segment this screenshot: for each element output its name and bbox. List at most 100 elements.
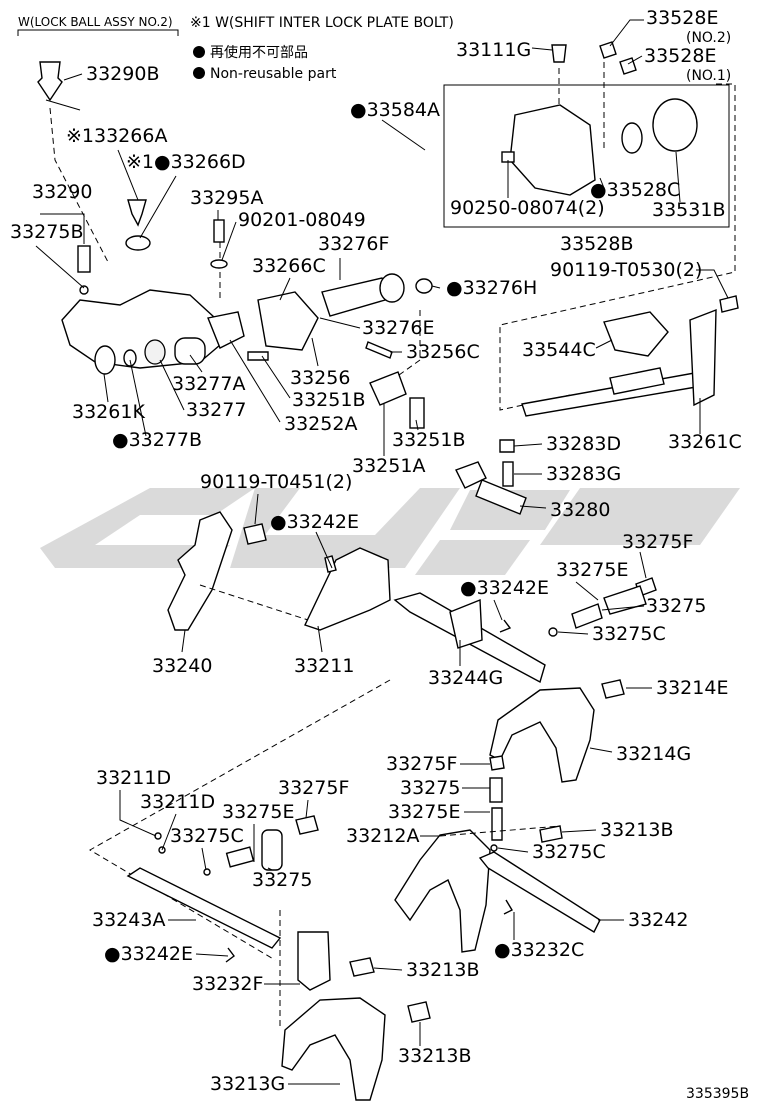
label-33528E-no2: 33528E <box>646 7 718 29</box>
label-33275F-c: 33275F <box>278 777 349 799</box>
label-33244G: 33244G <box>428 667 503 689</box>
interlock-note: ※1 W(SHIFT INTER LOCK PLATE BOLT) <box>190 15 454 31</box>
label-33276H: ●33276H <box>446 277 537 299</box>
label-90201-08049: 90201-08049 <box>238 209 366 231</box>
label-33111G: 33111G <box>456 39 531 61</box>
label-33211D-b: 33211D <box>140 791 215 813</box>
label-33242E-a: ●33242E <box>270 511 359 533</box>
label-33275E-a: 33275E <box>556 559 628 581</box>
bolt-icon <box>77 245 91 273</box>
lock-ball-note: W(LOCK BALL ASSY NO.2) <box>18 15 173 29</box>
label-33266A: ※133266A <box>66 125 167 147</box>
label-33528E-no1: 33528E <box>644 45 716 67</box>
shift-head-icon <box>297 931 331 991</box>
label-33266D: ※1●33266D <box>126 151 246 173</box>
label-90119-T0530: 90119-T0530(2) <box>550 259 702 281</box>
label-33251B-1: 33251B <box>292 389 365 411</box>
label-33242E-c: ●33242E <box>104 943 193 965</box>
fork-shaft-icon <box>126 867 282 949</box>
sleeve-icon <box>369 371 407 406</box>
label-33275-b: 33275 <box>400 777 460 799</box>
label-33256: 33256 <box>290 367 350 389</box>
legend-en: Non-reusable part <box>210 66 337 82</box>
label-33276F: 33276F <box>318 233 389 255</box>
label-33275B: 33275B <box>10 221 83 243</box>
label-33275E-c: 33275E <box>222 801 294 823</box>
label-33528E-no2-suffix: (NO.2) <box>686 30 731 46</box>
label-33213G: 33213G <box>210 1073 285 1095</box>
label-90250-08074: 90250-08074(2) <box>450 197 605 219</box>
label-33275E-b: 33275E <box>388 801 460 823</box>
plug-icon <box>127 199 147 227</box>
label-33277B: ●33277B <box>112 429 202 451</box>
figure-id: 335395B <box>686 1086 749 1102</box>
shift-head-icon <box>304 547 391 631</box>
label-33275C-c: 33275C <box>532 841 606 863</box>
label-33232F: 33232F <box>192 973 263 995</box>
plunger-icon <box>455 461 487 489</box>
label-33290: 33290 <box>32 181 92 203</box>
label-33295A: 33295A <box>190 187 263 209</box>
label-33275-c: 33275 <box>252 869 312 891</box>
label-33275C-b: 33275C <box>170 825 244 847</box>
non-reusable-bullet-icon <box>193 67 205 79</box>
shift-fork-33214G <box>489 679 625 783</box>
label-33261C: 33261C <box>668 431 742 453</box>
label-33283D: 33283D <box>546 433 621 455</box>
part-labels: 33290B ※133266A ※1●33266D 33290 33275B 3… <box>10 7 749 1102</box>
group-frame <box>443 84 730 228</box>
label-33277: 33277 <box>186 399 246 421</box>
label-33283G: 33283G <box>546 463 621 485</box>
gasket-icon <box>125 235 151 251</box>
label-33232C: ●33232C <box>494 939 584 961</box>
label-33275F-a: 33275F <box>622 531 693 553</box>
shift-head-assembly <box>167 439 657 684</box>
lever-retainer-icon <box>509 104 596 196</box>
label-33243A: 33243A <box>92 909 165 931</box>
shift-fork-icon <box>489 687 595 783</box>
label-33280: 33280 <box>550 499 610 521</box>
label-33251B-2: 33251B <box>392 429 465 451</box>
shift-fork-icon <box>394 829 491 953</box>
label-33528E-no1-suffix: (NO.1) <box>686 68 731 84</box>
label-33528C: ●33528C <box>590 179 680 201</box>
lower-shift-assembly <box>394 755 601 953</box>
label-33275-a: 33275 <box>646 595 706 617</box>
label-33252A: 33252A <box>284 413 357 435</box>
label-33211: 33211 <box>294 655 354 677</box>
label-33214E: 33214E <box>656 677 728 699</box>
shift-housing-assembly <box>37 61 433 429</box>
leader-lines <box>35 19 729 1085</box>
label-33531B: 33531B <box>652 199 725 221</box>
label-33214G: 33214G <box>616 743 691 765</box>
label-33240: 33240 <box>152 655 212 677</box>
label-33275C-a: 33275C <box>592 623 666 645</box>
label-90119-T0451: 90119-T0451(2) <box>200 471 352 493</box>
label-33261K: 33261K <box>72 401 145 423</box>
label-33242E-b: ●33242E <box>460 577 549 599</box>
shift-fork-icon <box>281 997 386 1101</box>
shift-head-icon <box>257 291 319 351</box>
non-reusable-bullet-icon <box>193 46 205 58</box>
lever-boss-icon <box>603 311 669 357</box>
bolt-icon <box>551 44 567 63</box>
label-33211D-a: 33211D <box>96 767 171 789</box>
label-33528B: 33528B <box>560 233 633 255</box>
shift-inner-lever-icon <box>167 511 233 631</box>
legend-jp: 再使用不可部品 <box>210 44 308 61</box>
fork-shaft-icon <box>478 851 601 933</box>
label-33544C: 33544C <box>522 339 596 361</box>
label-33275F-b: 33275F <box>386 753 457 775</box>
label-33276E: 33276E <box>362 317 434 339</box>
label-33213B-b: 33213B <box>406 959 479 981</box>
label-33212A: 33212A <box>346 825 419 847</box>
label-33277A: 33277A <box>172 373 245 395</box>
label-33213B-a: 33213B <box>600 819 673 841</box>
lower-left-assembly <box>89 679 431 1101</box>
shift-lever-housing-assembly <box>443 41 739 417</box>
label-33242: 33242 <box>628 909 688 931</box>
label-33213B-c: 33213B <box>398 1045 471 1067</box>
label-33290B: 33290B <box>86 63 159 85</box>
label-33251A: 33251A <box>352 455 425 477</box>
